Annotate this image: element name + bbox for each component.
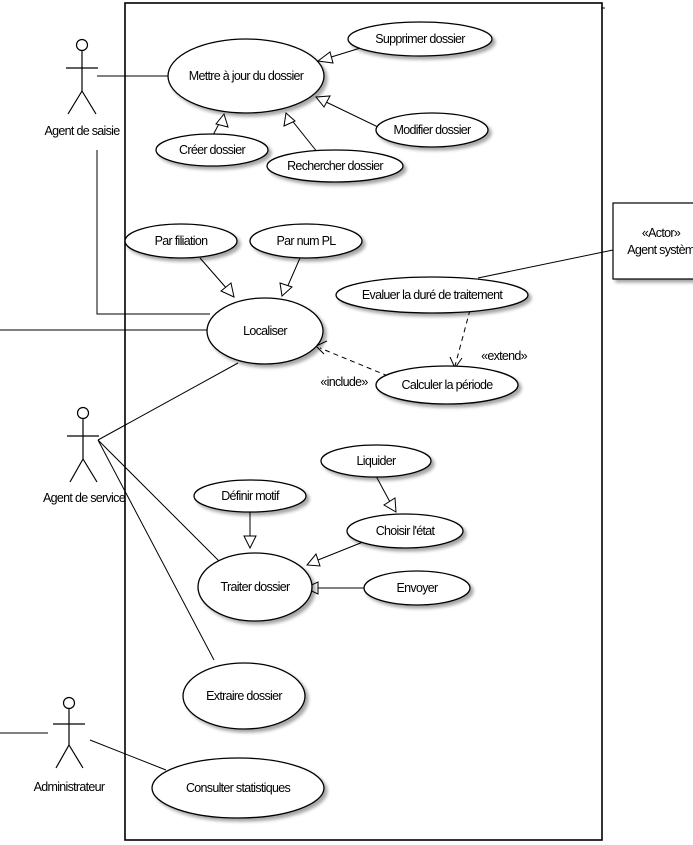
arrow-creer	[215, 112, 229, 128]
usecase-label: Créer dossier	[179, 143, 245, 157]
arrow-liquider	[383, 497, 397, 513]
usecase-label: Evaluer la duré de traitement	[362, 288, 503, 302]
usecase-localiser[interactable]: Localiser	[206, 297, 324, 365]
usecase-liquider[interactable]: Liquider	[320, 444, 432, 478]
usecase-choisir-etat[interactable]: Choisir l'état	[346, 513, 464, 549]
usecase-label: Traiter dossier	[221, 580, 290, 594]
include-line	[319, 347, 389, 377]
arrow-choisir	[306, 552, 321, 567]
usecase-label: Définir motif	[221, 489, 280, 503]
usecase-calculer[interactable]: Calculer la période	[375, 365, 519, 405]
arrow-supprimer	[316, 51, 334, 64]
assoc-saisie-localiser	[96, 150, 210, 315]
usecase-creer[interactable]: Créer dossier	[155, 133, 269, 167]
actor-label: Administrateur	[34, 780, 105, 794]
extend-line	[454, 309, 471, 367]
stick-figure-icon	[53, 696, 85, 769]
usecase-label: Calculer la période	[402, 378, 494, 392]
stick-figure-icon	[67, 406, 99, 483]
usecase-label: Modifier dossier	[393, 123, 471, 137]
generalization-arrowheads	[215, 51, 397, 595]
arrow-definir	[243, 535, 257, 550]
usecase-mettre-a-jour[interactable]: Mettre à jour du dossier	[167, 38, 325, 114]
usecase-par-num-pl[interactable]: Par num PL	[249, 223, 363, 259]
include-label: «include»	[320, 375, 368, 389]
usecase-traiter[interactable]: Traiter dossier	[197, 552, 313, 622]
actor-agent-de-service[interactable]: Agent de service	[43, 406, 126, 506]
usecase-label: Liquider	[357, 454, 396, 468]
actor-box	[612, 202, 693, 280]
arrow-numpl	[279, 282, 293, 297]
actor-label: Agent de service	[43, 491, 126, 505]
arrow-filiation	[220, 282, 235, 298]
usecase-envoyer[interactable]: Envoyer	[363, 570, 471, 606]
assoc-service-extraire	[97, 439, 215, 661]
usecase-evaluer[interactable]: Evaluer la duré de traitement	[335, 276, 529, 314]
arrow-rechercher	[283, 112, 296, 127]
usecase-label: Localiser	[243, 324, 287, 338]
gen-modifier	[323, 100, 381, 129]
actor-agent-systeme[interactable]: «Actor» Agent système	[612, 202, 693, 280]
extend-label: «extend»	[481, 349, 528, 363]
actor-administrateur[interactable]: Administrateur	[34, 696, 106, 795]
actor-label: Agent système	[627, 243, 693, 257]
assoc-admin-consulter	[89, 739, 167, 771]
usecase-rechercher[interactable]: Rechercher dossier	[266, 149, 404, 183]
system-boundary	[124, 2, 603, 841]
usecase-label: Extraire dossier	[206, 689, 282, 703]
gen-choisir	[317, 539, 369, 561]
assoc-service-localiser	[97, 362, 239, 441]
actor-agent-de-saisie[interactable]: Agent de saisie	[45, 38, 121, 139]
gen-liquider	[375, 475, 391, 503]
usecase-label: Mettre à jour du dossier	[189, 69, 304, 83]
assoc-service-traiter	[97, 439, 221, 563]
usecase-label: Choisir l'état	[376, 524, 436, 538]
usecase-supprimer[interactable]: Supprimer dossier	[347, 21, 493, 57]
usecase-label: Envoyer	[397, 581, 438, 595]
usecase-consulter[interactable]: Consulter statistiques	[151, 757, 325, 819]
usecase-par-filiation[interactable]: Par filiation	[124, 223, 238, 259]
actor-label: Agent de saisie	[45, 124, 121, 138]
gen-numpl	[285, 257, 301, 291]
gen-rechercher	[289, 117, 319, 154]
usecase-definir-motif[interactable]: Définir motif	[193, 479, 307, 513]
stick-figure-icon	[66, 38, 98, 115]
usecase-modifier[interactable]: Modifier dossier	[375, 112, 489, 148]
relationship-lines	[0, 41, 614, 771]
gen-filiation	[199, 257, 229, 291]
usecase-label: Rechercher dossier	[287, 159, 383, 173]
actor-stereotype: «Actor»	[642, 226, 681, 240]
arrow-modifier	[315, 95, 331, 108]
assoc-systeme-evaluer	[477, 249, 614, 279]
usecase-label: Supprimer dossier	[375, 32, 465, 46]
usecase-label: Par filiation	[155, 234, 208, 248]
usecase-label: Consulter statistiques	[186, 781, 291, 795]
usecase-extraire[interactable]: Extraire dossier	[182, 662, 306, 730]
usecase-label: Par num PL	[276, 234, 336, 248]
